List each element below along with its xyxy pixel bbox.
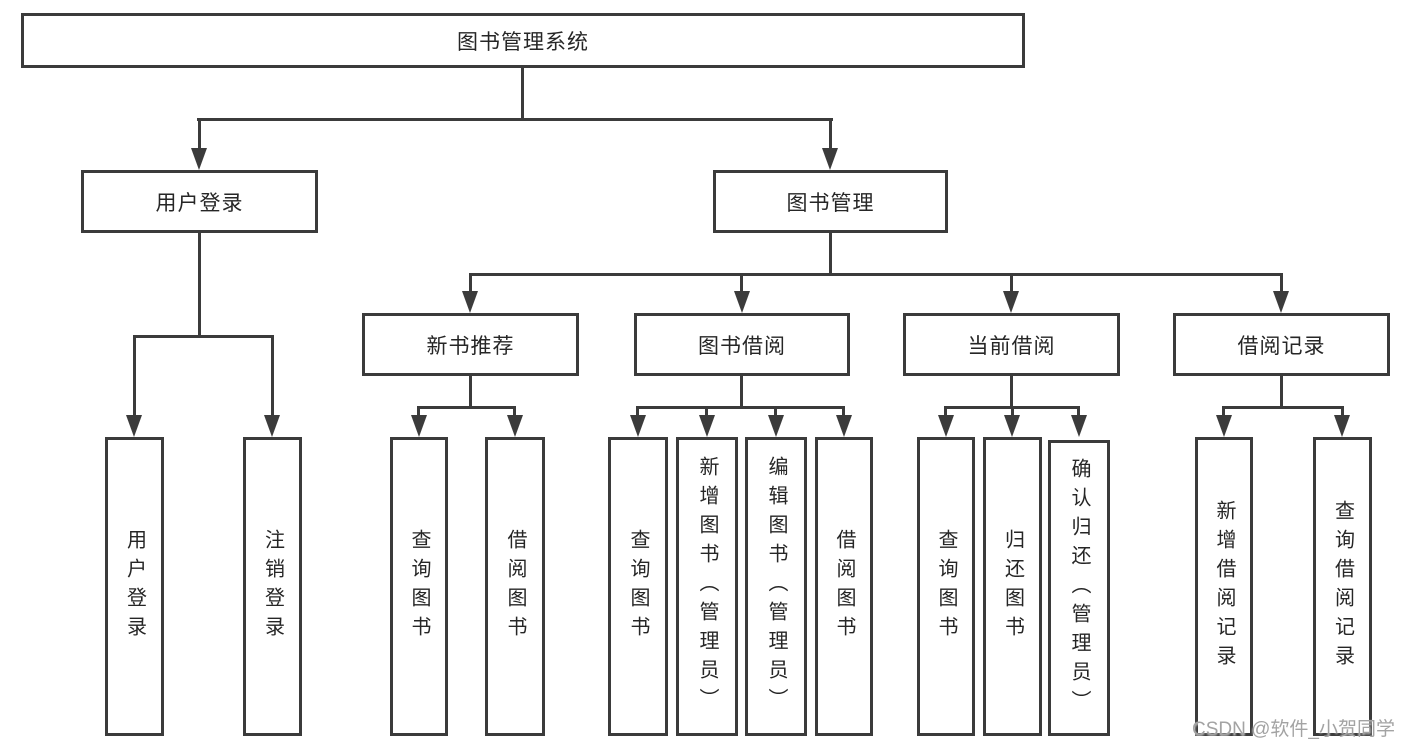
node-label: 用户登录: [155, 191, 244, 215]
node-label: 借阅图书: [504, 528, 526, 645]
node-label: 归还图书: [1001, 528, 1024, 645]
connector-stem: [133, 335, 136, 417]
connector-stem: [1222, 406, 1225, 418]
connector-stem: [829, 118, 832, 152]
connector-recommend-split: [417, 406, 516, 409]
connector-bookmgmt-stem: [829, 233, 832, 276]
connector-userlogin-stem: [198, 233, 201, 338]
arrowhead-down: [822, 148, 838, 170]
connector-stem: [1077, 406, 1080, 418]
node-borrow-edit-books-admin: 编辑图书（管理员）: [745, 437, 807, 736]
node-label: 查询借阅记录: [1331, 499, 1354, 674]
connector-userlogin-split: [133, 335, 274, 338]
connector-stem: [944, 406, 947, 418]
connector-stem: [1280, 273, 1283, 293]
arrowhead-down: [507, 415, 523, 437]
connector-stem: [774, 406, 777, 418]
node-label: 图书借阅: [698, 334, 786, 358]
arrowhead-down: [462, 291, 478, 313]
connector-stem: [705, 406, 708, 418]
node-leaf-user-login: 用户登录: [105, 437, 164, 736]
node-root-label: 图书管理系统: [457, 30, 589, 54]
node-label: 当前借阅: [967, 334, 1056, 358]
connector-stem: [842, 406, 845, 418]
node-records-add-record: 新增借阅记录: [1195, 437, 1253, 736]
arrowhead-down: [191, 148, 207, 170]
node-borrow-add-books-admin: 新增图书（管理员）: [676, 437, 738, 736]
node-label: 编辑图书（管理员）: [765, 456, 787, 717]
arrowhead-down: [1334, 415, 1350, 437]
connector-recommend-stem: [469, 376, 472, 408]
node-user-login: 用户登录: [81, 170, 318, 233]
connector-records-stem: [1280, 376, 1283, 408]
connector-stem: [417, 406, 420, 418]
arrowhead-down: [1216, 415, 1232, 437]
node-label: 图书管理: [786, 191, 875, 215]
connector-borrow-stem: [740, 376, 743, 408]
node-new-book-recommend: 新书推荐: [362, 313, 579, 376]
connector-records-split: [1222, 406, 1344, 409]
node-label: 新书推荐: [426, 334, 515, 358]
arrowhead-down: [1071, 415, 1087, 437]
node-label: 确认归还（管理员）: [1068, 457, 1090, 719]
connector-stem: [513, 406, 516, 418]
node-current-return-books: 归还图书: [983, 437, 1042, 736]
watermark: CSDN @软件_小贺同学: [1192, 719, 1395, 740]
arrowhead-down: [1004, 415, 1020, 437]
arrowhead-down: [699, 415, 715, 437]
arrowhead-down: [938, 415, 954, 437]
node-current-borrow: 当前借阅: [903, 313, 1120, 376]
connector-root-split: [197, 118, 833, 121]
arrowhead-down: [264, 415, 280, 437]
connector-root-stem: [521, 68, 524, 120]
node-recommend-borrow-books: 借阅图书: [485, 437, 545, 736]
node-recommend-query-books: 查询图书: [390, 437, 448, 736]
node-root: 图书管理系统: [21, 13, 1025, 68]
arrowhead-down: [836, 415, 852, 437]
arrowhead-down: [1273, 291, 1289, 313]
node-current-confirm-return-admin: 确认归还（管理员）: [1048, 440, 1110, 736]
connector-stem: [1010, 273, 1013, 293]
connector-stem: [1341, 406, 1344, 418]
node-label: 新增借阅记录: [1213, 499, 1235, 674]
connector-stem: [636, 406, 639, 418]
connector-stem: [271, 335, 274, 417]
node-book-management: 图书管理: [713, 170, 948, 233]
arrowhead-down: [1003, 291, 1019, 313]
connector-bookmgmt-split: [469, 273, 1283, 276]
node-borrow-borrow-books: 借阅图书: [815, 437, 873, 736]
arrowhead-down: [411, 415, 427, 437]
node-book-borrow: 图书借阅: [634, 313, 850, 376]
connector-stem: [469, 273, 472, 293]
node-borrow-query-books: 查询图书: [608, 437, 668, 736]
node-borrow-records: 借阅记录: [1173, 313, 1390, 376]
connector-borrow-split: [636, 406, 845, 409]
node-leaf-logout: 注销登录: [243, 437, 302, 736]
node-label: 用户登录: [123, 528, 146, 645]
node-records-query-record: 查询借阅记录: [1313, 437, 1372, 736]
connector-stem: [198, 118, 201, 152]
arrowhead-down: [734, 291, 750, 313]
connector-stem: [740, 273, 743, 293]
connector-stem: [1011, 406, 1014, 418]
arrowhead-down: [126, 415, 142, 437]
arrowhead-down: [630, 415, 646, 437]
node-label: 查询图书: [408, 528, 430, 645]
node-label: 查询图书: [627, 528, 649, 645]
node-label: 查询图书: [935, 528, 957, 645]
node-label: 注销登录: [261, 528, 284, 645]
node-current-query-books: 查询图书: [917, 437, 975, 736]
node-label: 新增图书（管理员）: [696, 456, 718, 717]
connector-current-stem: [1010, 376, 1013, 408]
node-label: 借阅记录: [1237, 334, 1326, 358]
arrowhead-down: [768, 415, 784, 437]
node-label: 借阅图书: [833, 528, 855, 645]
